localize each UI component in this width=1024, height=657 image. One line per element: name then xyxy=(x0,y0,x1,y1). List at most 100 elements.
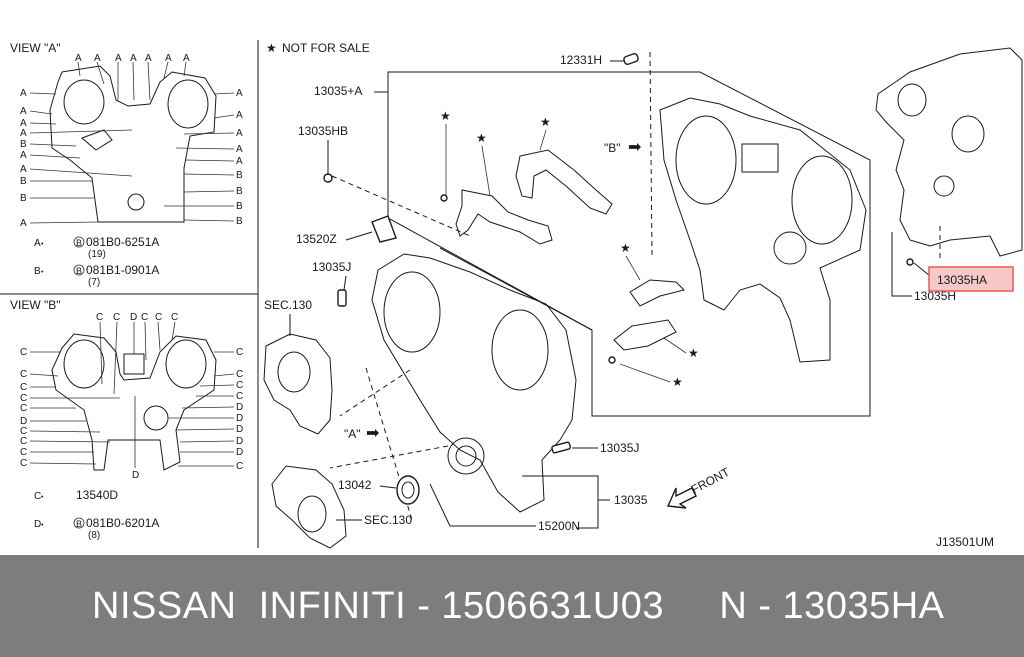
engine-block-cam-right xyxy=(951,115,985,153)
view-b-title: VIEW "B" xyxy=(10,298,61,312)
svg-text:A: A xyxy=(20,164,27,175)
oil-seal-13042-inner xyxy=(401,481,415,499)
view-a-marker: "A" xyxy=(344,427,361,441)
view-b-crank-hole xyxy=(143,405,169,431)
pin-13035J-top-icon xyxy=(337,289,347,307)
dash-line-lower-3 xyxy=(329,445,449,469)
bolt-small-icon xyxy=(608,356,616,364)
note-b-letter: B xyxy=(34,266,41,277)
view-b-leaders xyxy=(29,321,235,468)
svg-text:C: C xyxy=(236,380,243,391)
lower-cover-crank-inner xyxy=(455,445,477,467)
svg-text:A: A xyxy=(115,53,122,64)
svg-text:C: C xyxy=(20,369,27,380)
exploded-box-outline xyxy=(387,71,871,417)
note-d-dot: • xyxy=(41,522,44,529)
gasket-left xyxy=(455,189,553,245)
oil-seal-13042-icon xyxy=(396,475,420,505)
water-pump-lower-hub xyxy=(297,495,327,533)
leader-13035H xyxy=(891,232,912,297)
svg-text:D: D xyxy=(236,413,243,424)
svg-text:C: C xyxy=(171,312,178,323)
svg-text:A: A xyxy=(20,118,27,129)
engine-block xyxy=(875,47,1023,257)
note-c-part: 13540D xyxy=(76,488,118,502)
note-a-dot: • xyxy=(41,241,44,248)
label-13035H: 13035H xyxy=(914,289,956,303)
svg-text:C: C xyxy=(20,393,27,404)
view-b-bottom-letter: D xyxy=(132,470,139,481)
svg-text:A: A xyxy=(130,53,137,64)
seal-13520Z-icon xyxy=(371,215,397,243)
upper-cover-left-cam xyxy=(675,115,737,205)
svg-text:C: C xyxy=(20,403,27,414)
label-13042: 13042 xyxy=(338,478,372,492)
svg-text:C: C xyxy=(141,312,148,323)
svg-text:B: B xyxy=(20,176,27,187)
view-a-arrow-icon: ➡ xyxy=(366,425,379,442)
note-a-letter: A xyxy=(34,238,41,249)
note-d-qty: (8) xyxy=(88,530,100,541)
star-icon-legend: ★ xyxy=(266,41,277,55)
lower-front-cover xyxy=(371,253,577,513)
note-c-dot: • xyxy=(41,494,44,501)
note-a-code: 081B0-6251A xyxy=(86,235,159,249)
note-b-code: 081B1-0901A xyxy=(86,263,159,277)
leader-13035HA xyxy=(913,262,931,277)
svg-text:B: B xyxy=(236,170,243,181)
lower-cover-right-cam xyxy=(491,309,549,391)
svg-text:B: B xyxy=(236,186,243,197)
note-a-bolt-letter: B xyxy=(76,238,82,248)
svg-text:B: B xyxy=(236,201,243,212)
star-icon-6: ★ xyxy=(672,375,683,389)
svg-text:A: A xyxy=(236,144,243,155)
note-b-qty: (7) xyxy=(88,277,100,288)
water-pump-lower xyxy=(271,465,347,549)
star-icon-4: ★ xyxy=(620,241,631,255)
svg-text:D: D xyxy=(20,416,27,427)
label-13035A: 13035+A xyxy=(314,84,362,98)
svg-text:B: B xyxy=(236,216,243,227)
svg-text:C: C xyxy=(96,312,103,323)
view-b-right-cam-hole xyxy=(165,339,207,389)
note-c-letter: C xyxy=(34,491,41,502)
footer-part-text: NISSAN INFINITI - 1506631U03 N - 13035HA xyxy=(92,584,945,627)
view-b-marker: "B" xyxy=(604,141,621,155)
highlight-13035HA xyxy=(928,266,1014,292)
label-sec130-top: SEC.130 xyxy=(264,298,312,312)
front-label: FRONT xyxy=(689,465,733,497)
view-a-leaders xyxy=(29,61,235,224)
view-a-left-cam-hole xyxy=(63,79,105,125)
label-13035HA: 13035HA xyxy=(937,273,987,287)
dash-line-pin xyxy=(649,51,653,257)
dash-line-hb xyxy=(331,175,471,237)
upper-cover-window xyxy=(741,143,779,173)
note-d-letter: D xyxy=(34,519,41,530)
note-d-code: 081B0-6201A xyxy=(86,516,159,530)
water-pump-upper-hub xyxy=(277,351,311,393)
label-12331H: 12331H xyxy=(560,53,602,67)
upper-cover-center-hole xyxy=(773,231,807,265)
svg-text:C: C xyxy=(236,391,243,402)
view-b-window xyxy=(123,353,145,375)
svg-text:C: C xyxy=(20,426,27,437)
part-number-footer: NISSAN INFINITI - 1506631U03 N - 13035HA xyxy=(0,555,1024,657)
star-icon-1: ★ xyxy=(440,109,451,123)
dash-line-lower-2 xyxy=(339,369,411,417)
svg-text:C: C xyxy=(20,382,27,393)
bracket-13035 xyxy=(522,475,599,529)
leader-15200N-a xyxy=(429,483,451,527)
engine-block-crank xyxy=(933,175,955,197)
svg-text:C: C xyxy=(236,369,243,380)
label-13035HB: 13035HB xyxy=(298,124,348,138)
svg-text:C: C xyxy=(155,312,162,323)
front-arrow-icon xyxy=(666,487,697,509)
svg-text:A: A xyxy=(236,128,243,139)
svg-text:D: D xyxy=(236,447,243,458)
bolt-small-icon-2 xyxy=(440,194,448,202)
label-13035: 13035 xyxy=(614,493,648,507)
